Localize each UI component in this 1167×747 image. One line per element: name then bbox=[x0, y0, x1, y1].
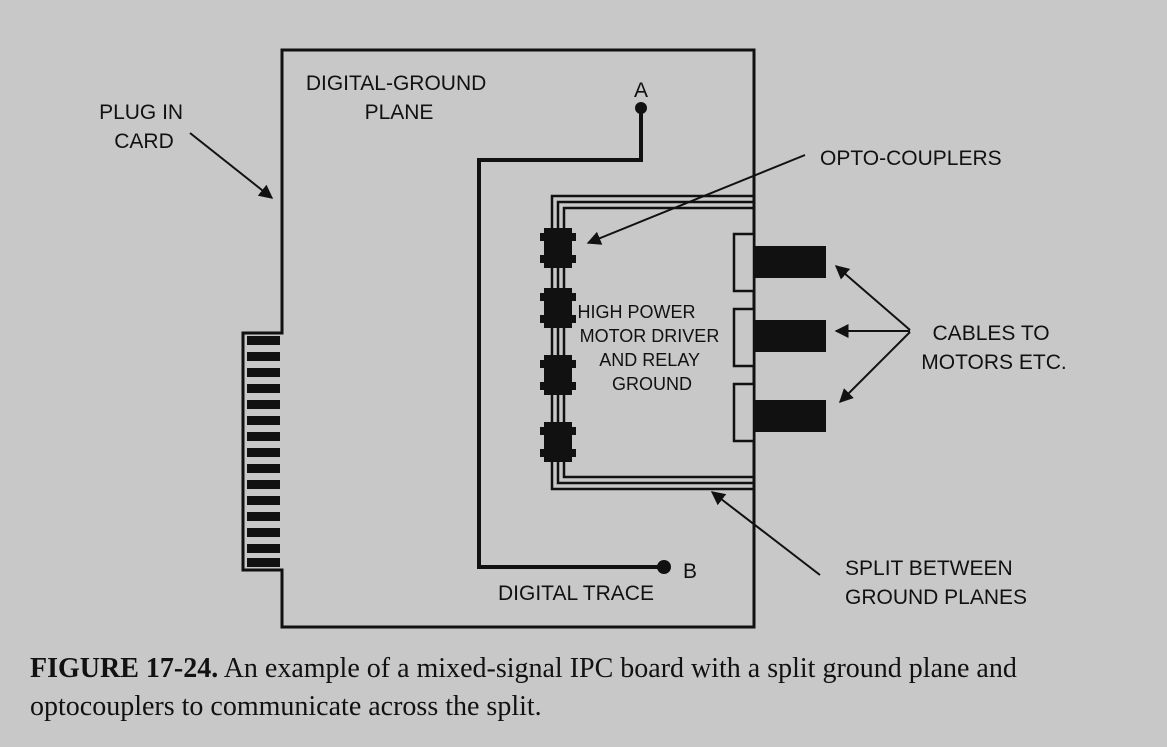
ipc-board-diagram: PLUG IN CARD DIGITAL-GROUND PLANE A B OP… bbox=[99, 48, 1067, 629]
point-a-dot bbox=[635, 102, 647, 114]
opto-couplers-label: OPTO-COUPLERS bbox=[820, 147, 1002, 170]
point-a-label: A bbox=[634, 79, 648, 102]
figure-number: FIGURE 17-24. bbox=[30, 653, 219, 684]
opto-coupler-3 bbox=[540, 355, 576, 395]
point-b-dot bbox=[657, 560, 671, 574]
arrow-opto-couplers bbox=[586, 154, 806, 245]
opto-coupler-4 bbox=[540, 422, 576, 462]
arrow-plug-in-card bbox=[189, 132, 274, 199]
motor-connectors bbox=[732, 232, 756, 443]
point-b-label: B bbox=[683, 560, 697, 583]
annotation-arrows bbox=[189, 132, 911, 576]
motor-cables bbox=[754, 246, 826, 432]
split-between-label: SPLIT BETWEEN GROUND PLANES bbox=[845, 557, 1027, 609]
digital-ground-plane-label: DIGITAL-GROUND PLANE bbox=[306, 72, 492, 124]
high-power-ground-label: HIGH POWER MOTOR DRIVER AND RELAY GROUND bbox=[577, 302, 724, 394]
opto-coupler-1 bbox=[540, 228, 576, 268]
edge-connector bbox=[247, 336, 280, 567]
digital-trace-line bbox=[477, 108, 664, 569]
figure-caption: FIGURE 17-24. An example of a mixed-sign… bbox=[30, 650, 1150, 726]
opto-coupler-2 bbox=[540, 288, 576, 328]
cables-to-motors-label: CABLES TO MOTORS ETC. bbox=[921, 322, 1066, 374]
ground-plane-split bbox=[550, 194, 754, 491]
figure-caption-text: An example of a mixed-signal IPC board w… bbox=[30, 653, 1017, 722]
arrow-split bbox=[710, 491, 821, 576]
arrow-cable-1 bbox=[834, 265, 911, 331]
digital-trace-label: DIGITAL TRACE bbox=[498, 582, 654, 605]
arrow-cable-3 bbox=[839, 331, 911, 403]
plug-in-card-label: PLUG IN CARD bbox=[99, 101, 189, 153]
